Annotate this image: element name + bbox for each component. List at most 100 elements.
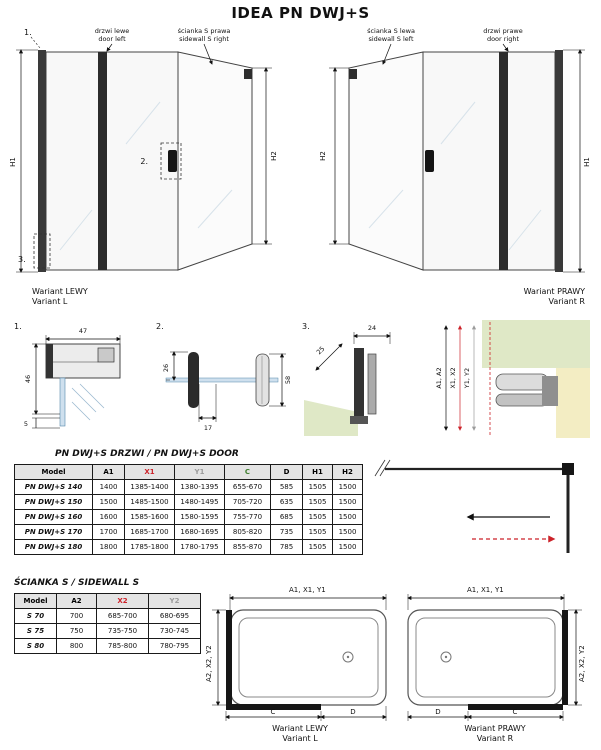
- corner-profile: [562, 463, 574, 475]
- value-cell: 735: [270, 524, 303, 540]
- value-cell: 1580-1595: [174, 509, 225, 525]
- value-cell: 655-670: [224, 479, 271, 495]
- detail-1-wall-profile: 1. 47 46 5: [14, 322, 121, 429]
- glass-panel: [59, 377, 66, 427]
- bathtub-outline: [230, 609, 387, 706]
- value-cell: 585: [270, 479, 303, 495]
- value-cell: 855-870: [224, 539, 271, 555]
- value-cell: 735-750: [96, 623, 149, 639]
- tub-right-caption: Wariant PRAWY Variant R: [430, 724, 560, 744]
- model-cell: PN DWJ+S 170: [14, 524, 93, 540]
- value-cell: 1500: [92, 494, 125, 510]
- door-right-label-en: door right: [487, 35, 520, 43]
- model-cell: PN DWJ+S 180: [14, 539, 93, 555]
- value-cell: 1500: [332, 524, 363, 540]
- marker-1: 1.: [24, 28, 32, 37]
- door-glass: [468, 704, 563, 710]
- dim-26-label: 26: [162, 364, 170, 372]
- column-header: X2: [96, 593, 149, 609]
- value-cell: 1505: [302, 509, 333, 525]
- value-cell: 1505: [302, 479, 333, 495]
- marker-2: 2.: [156, 322, 164, 331]
- column-header: H2: [332, 464, 363, 480]
- mounting-bracket: [244, 69, 252, 79]
- value-cell: 750: [56, 623, 97, 639]
- corner-adjustment-detail: A1, A2 X1, X2 Y1, Y2: [435, 320, 590, 438]
- dim-58-label: 58: [284, 376, 292, 384]
- door-right-label-pl: drzwi prawe: [483, 27, 523, 35]
- dim-y2-label: Y2: [578, 645, 586, 655]
- door-table-title: PN DWJ+S DRZWI / PN DWJ+S DOOR: [55, 449, 239, 459]
- variant-left-caption: Wariant LEWY Variant L: [32, 287, 88, 307]
- value-cell: 1500: [332, 494, 363, 510]
- marker-1: 1.: [14, 322, 22, 331]
- dim-25-label: 25: [315, 345, 327, 357]
- value-cell: 805-820: [224, 524, 271, 540]
- tub-diagram-right: A1, X1, Y1 A2, X2, Y2 D C: [407, 586, 586, 721]
- column-header: X1: [124, 464, 175, 480]
- value-cell: 780-795: [148, 638, 201, 654]
- sidewall-panel: [177, 51, 253, 271]
- door-panel: [422, 51, 556, 271]
- value-cell: 700: [56, 608, 97, 624]
- marker-3: 3.: [18, 255, 26, 264]
- wall-side: [46, 344, 53, 378]
- profile-chamber: [97, 347, 115, 363]
- profile-top-view-2: [495, 393, 549, 407]
- value-cell: 635: [270, 494, 303, 510]
- dim-h2-label: H2: [270, 151, 278, 161]
- value-cell: 1500: [332, 509, 363, 525]
- detail-3-bottom-profile: 3. 24 25: [302, 322, 391, 436]
- sidewall-glass: [226, 610, 232, 705]
- value-cell: 685-700: [96, 608, 149, 624]
- dim-17-label: 17: [204, 424, 212, 432]
- caption-line-en: Variant R: [476, 734, 514, 743]
- door-left-label-pl: drzwi lewe: [95, 27, 130, 35]
- dim-c-label: C: [513, 708, 518, 716]
- value-cell: 1700: [92, 524, 125, 540]
- dim-a1-label: A1,: [467, 586, 478, 594]
- door-stile: [98, 52, 107, 270]
- dim-47-label: 47: [79, 327, 87, 335]
- door-glass: [226, 704, 321, 710]
- dim-a1-a2-label: A1, A2: [435, 367, 443, 388]
- model-cell: S 80: [14, 638, 57, 654]
- caption-line-pl: Wariant PRAWY: [523, 287, 585, 296]
- value-cell: 800: [56, 638, 97, 654]
- door-panel: [45, 51, 179, 271]
- dim-a2-label: A2,: [205, 671, 213, 682]
- profile-bar: [354, 348, 364, 420]
- value-cell: 1400: [92, 479, 125, 495]
- tub-left-caption: Wariant LEWY Variant L: [235, 724, 365, 744]
- column-header: Y1: [174, 464, 225, 480]
- sidewall-table-title: ŚCIANKA S / SIDEWALL S: [14, 578, 140, 588]
- profile-connector: [542, 376, 558, 406]
- dim-c-label: C: [271, 708, 276, 716]
- caption-line-pl: Wariant PRAWY: [464, 724, 526, 733]
- column-header: A1: [92, 464, 125, 480]
- slide-direction-diagram: [374, 459, 574, 553]
- tile-area: [556, 368, 590, 438]
- variant-right-caption: Wariant PRAWY Variant R: [445, 287, 585, 307]
- glass-edge: [367, 353, 377, 415]
- dim-h2-label: H2: [319, 151, 327, 161]
- value-cell: 1800: [92, 539, 125, 555]
- dim-x1-label: X1,: [303, 586, 314, 594]
- door-left-label-en: door left: [98, 35, 126, 43]
- page-title: IDEA PN DWJ+S: [231, 4, 370, 22]
- door-stile: [499, 52, 508, 270]
- dim-y1-y2-label: Y1, Y2: [463, 368, 471, 389]
- dim-x2-label: X2,: [205, 657, 213, 668]
- value-cell: 1380-1395: [174, 479, 225, 495]
- wall-area: [482, 320, 590, 368]
- column-header: C: [224, 464, 271, 480]
- sidewall-right-label-en: sidewall S right: [179, 35, 229, 43]
- wall-profile: [555, 50, 563, 272]
- detail-3-callout-box: [33, 233, 51, 269]
- caption-line-pl: Wariant LEWY: [272, 724, 328, 733]
- column-header: Model: [14, 464, 93, 480]
